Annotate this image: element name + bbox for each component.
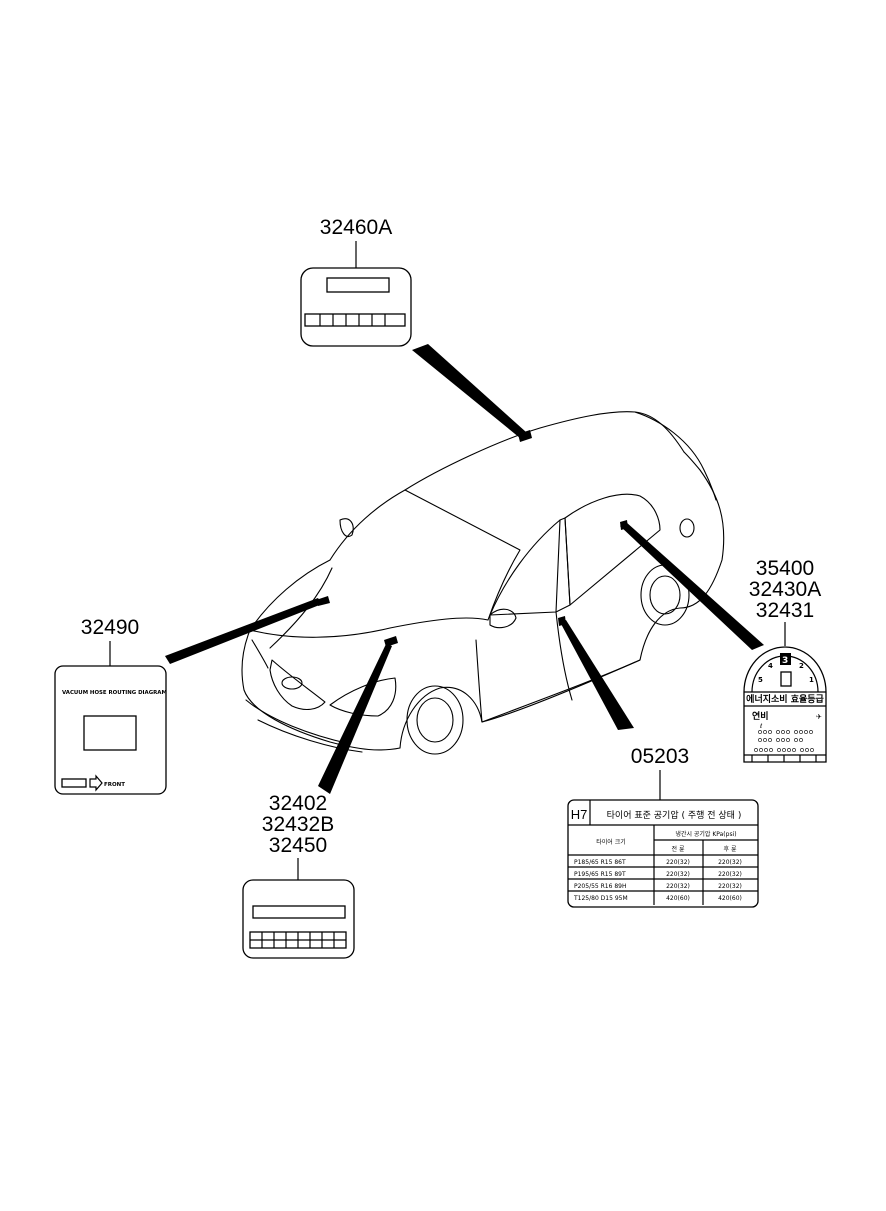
car-front-wheel-hub: [416, 697, 454, 743]
fuel-economy-label: 연비: [752, 710, 769, 722]
car-headlight-left: [251, 639, 269, 669]
wedge-bottom-left: [318, 644, 392, 794]
tire-col-front: 전 륜: [672, 845, 685, 853]
energy-label-dot-rows: [754, 730, 814, 752]
tire-front-pressure: 220(32): [666, 883, 690, 890]
table-row: P205/55 R16 89H 220(32) 220(32): [574, 883, 742, 890]
tire-label-code: H7: [571, 807, 588, 822]
tire-rows: P185/65 R15 86T 220(32) 220(32) P195/65 …: [568, 859, 758, 902]
car-grille: [269, 659, 326, 711]
tire-col-pressure: 냉간시 공기압 KPa(psi): [675, 830, 736, 838]
table-row: T125/80 D15 95M 420(60) 420(60): [573, 895, 742, 902]
energy-label-title: 에너지소비 효율등급: [746, 693, 824, 705]
table-row: P185/65 R15 86T 220(32) 220(32): [574, 859, 742, 866]
wedge-right: [620, 522, 764, 650]
callout-32490: 32490 VACUUM HOSE ROUTING DIAGRAM FRONT: [54, 616, 167, 795]
tire-col-rear: 후 륜: [724, 845, 737, 853]
label-32460A-grid-cells: [319, 314, 386, 326]
vacuum-label-front-text: FRONT: [104, 782, 125, 788]
car-front-face: [241, 629, 401, 751]
car-sedan-illustration: [241, 411, 725, 755]
label-32460A-grid: [304, 313, 406, 327]
grade-number: 4: [768, 662, 773, 670]
wedge-left: [165, 598, 322, 664]
table-row: P195/65 R15 89T 220(32) 220(32): [574, 871, 742, 878]
part-number-label: 32490: [81, 616, 139, 639]
tire-label-title: 타이어 표준 공기압 ( 주행 전 상태 ): [607, 809, 742, 821]
tire-rear-pressure: 220(32): [718, 871, 742, 878]
tire-col-size: 타이어 크기: [596, 838, 626, 846]
tire-rear-pressure: 220(32): [718, 883, 742, 890]
car-far-mirror: [339, 518, 354, 538]
grade-number: 1: [809, 676, 814, 684]
part-number-label: 32460A: [320, 216, 392, 239]
wedge-bottom-right: [560, 620, 634, 730]
label-32460A-text-area: [326, 277, 390, 293]
car-bumper: [245, 699, 363, 753]
car-roof-outline: [404, 411, 685, 491]
part-number-label: 32450: [269, 834, 327, 857]
car-door-line: [475, 611, 573, 723]
car-front-window: [489, 519, 561, 616]
energy-grade-scale: 5 4 3 2 1: [758, 653, 814, 684]
tire-size: T125/80 D15 95M: [573, 895, 628, 902]
part-number-label: 32432B: [262, 813, 334, 836]
grade-number: 2: [799, 662, 804, 670]
vacuum-label-diagram-area: [83, 715, 137, 751]
part-number-label: 32402: [269, 792, 327, 815]
car-fuel-door: [679, 518, 695, 538]
tire-front-pressure: 420(60): [666, 895, 690, 902]
part-number-label: 05203: [631, 745, 689, 768]
wedge-top: [412, 344, 526, 438]
grade-number: 5: [758, 676, 763, 684]
callout-05203: 05203 H7 타이어 표준 공기압 ( 주행 전 상태 ) 타이어 크기 냉…: [567, 745, 759, 908]
front-arrow-icon: [89, 774, 103, 792]
fuel-economy-unit: ℓ: [759, 723, 762, 730]
tire-size: P185/65 R15 86T: [574, 859, 626, 866]
callout-32402-group: 32402 32432B 32450: [242, 792, 355, 959]
tire-rear-pressure: 420(60): [718, 895, 742, 902]
part-number-label: 32431: [756, 599, 814, 622]
emission-label-grid-cells: [250, 932, 346, 948]
car-rear-window: [564, 493, 661, 606]
grade-number-selected: 3: [782, 656, 788, 666]
pointer-wedges: [165, 344, 764, 794]
car-front-wheel: [406, 685, 464, 755]
car-rear-wheel-hub: [649, 575, 681, 615]
energy-label-footer-cells: [751, 755, 817, 762]
tire-size: P195/65 R15 89T: [574, 871, 626, 878]
callout-35400-group: 35400 32430A 32431 5 4 3 2 1 에너지소비 효율등급 …: [743, 557, 827, 763]
car-rocker: [481, 659, 641, 723]
label-spot-engine: [384, 636, 398, 647]
energy-indicator-box: [780, 671, 792, 687]
car-icon: ✈: [816, 713, 822, 721]
vacuum-label-title: VACUUM HOSE ROUTING DIAGRAM: [62, 690, 167, 696]
tire-front-pressure: 220(32): [666, 859, 690, 866]
car-side-mirror: [489, 608, 517, 629]
tire-pressure-label-sticker: [567, 799, 759, 908]
grade-highlight: [780, 653, 791, 665]
part-number-label: 32430A: [749, 578, 821, 601]
part-number-label: 35400: [756, 557, 814, 580]
callout-32460A: 32460A: [300, 216, 412, 347]
tire-size: P205/55 R16 89H: [574, 883, 627, 890]
car-side-body: [399, 451, 725, 749]
car-windshield: [329, 489, 521, 621]
car-hood: [249, 559, 489, 638]
tire-rear-pressure: 220(32): [718, 859, 742, 866]
emission-label-text-area: [252, 905, 346, 919]
car-b-pillar: [555, 517, 571, 613]
car-emblem: [281, 676, 303, 690]
vacuum-label-front-box: [61, 778, 87, 788]
tire-front-pressure: 220(32): [666, 871, 690, 878]
car-trunk: [634, 411, 717, 501]
